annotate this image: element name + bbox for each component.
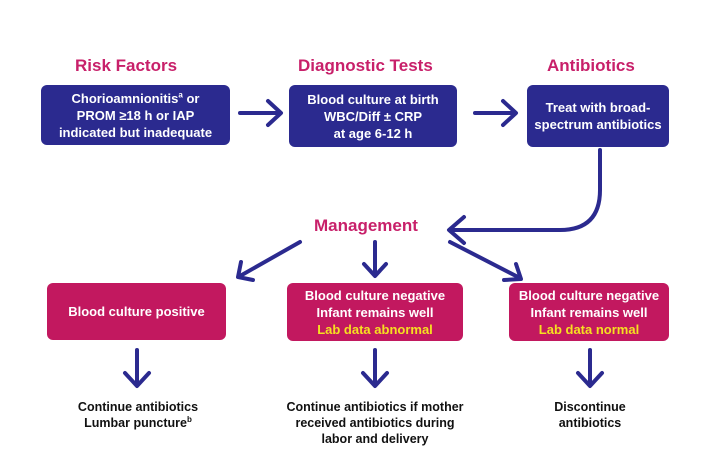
outcome-neg-abnormal-line-1: Continue antibiotics if mother [286, 400, 464, 414]
arrow-antibiotics-to-management [447, 148, 602, 245]
antibiotics-line-2: spectrum antibiotics [534, 117, 662, 132]
negative-abnormal-box: Blood culture negative Infant remains we… [287, 283, 463, 341]
tests-line-1: Blood culture at birth [307, 91, 439, 107]
arrow-neg-normal-to-outcome [576, 348, 604, 388]
arrow-management-to-positive [236, 240, 302, 282]
heading-diagnostic-tests: Diagnostic Tests [298, 56, 433, 75]
outcome-neg-normal-line-2: antibiotics [558, 416, 622, 430]
outcome-neg-normal: Discontinue antibiotics [535, 399, 645, 431]
neg-abnormal-line-1: Blood culture negative [304, 287, 446, 303]
heading-risk-factors: Risk Factors [75, 56, 178, 75]
blood-culture-positive-box: Blood culture positive [47, 283, 226, 340]
neg-abnormal-line-2: Infant remains well [316, 304, 434, 320]
neg-normal-line-1: Blood culture negative [518, 287, 660, 303]
positive-line-1: Blood culture positive [68, 304, 205, 319]
diagnostic-tests-box: Blood culture at birth WBC/Diff ± CRP at… [289, 85, 457, 147]
neg-normal-line-3: Lab data normal [538, 321, 640, 337]
negative-normal-box: Blood culture negative Infant remains we… [509, 283, 669, 341]
tests-line-3: at age 6-12 h [333, 125, 413, 141]
arrow-management-to-neg-abnormal [362, 240, 388, 278]
outcome-positive-line-2: Lumbar punctureb [84, 414, 192, 430]
outcome-positive: Continue antibiotics Lumbar punctureb [58, 399, 218, 431]
risk-factors-box: Chorioamnionitisa or PROM ≥18 h or IAP i… [41, 85, 230, 145]
risk-line-1: Chorioamnionitisa or [71, 90, 200, 106]
outcome-neg-abnormal: Continue antibiotics if mother received … [262, 399, 488, 447]
outcome-neg-normal-line-1: Discontinue [554, 400, 626, 414]
outcome-neg-abnormal-line-2: received antibiotics during [295, 416, 455, 430]
neg-abnormal-line-3: Lab data abnormal [317, 321, 433, 337]
risk-line-2: PROM ≥18 h or IAP [76, 107, 195, 123]
tests-line-2: WBC/Diff ± CRP [323, 108, 423, 124]
antibiotics-line-1: Treat with broad- [545, 100, 651, 115]
heading-management: Management [314, 216, 418, 235]
antibiotics-box: Treat with broad- spectrum antibiotics [527, 85, 669, 147]
outcome-neg-abnormal-line-3: labor and delivery [321, 432, 429, 446]
arrow-tests-to-antibiotics [473, 99, 518, 127]
arrow-neg-abnormal-to-outcome [361, 348, 389, 388]
neg-normal-line-2: Infant remains well [530, 304, 648, 320]
outcome-positive-line-1: Continue antibiotics [77, 400, 199, 414]
arrow-positive-to-outcome [123, 348, 151, 388]
heading-antibiotics: Antibiotics [547, 56, 635, 75]
arrow-management-to-neg-normal [448, 240, 523, 282]
risk-line-3: indicated but inadequate [58, 124, 213, 140]
arrow-risk-to-tests [238, 99, 283, 127]
